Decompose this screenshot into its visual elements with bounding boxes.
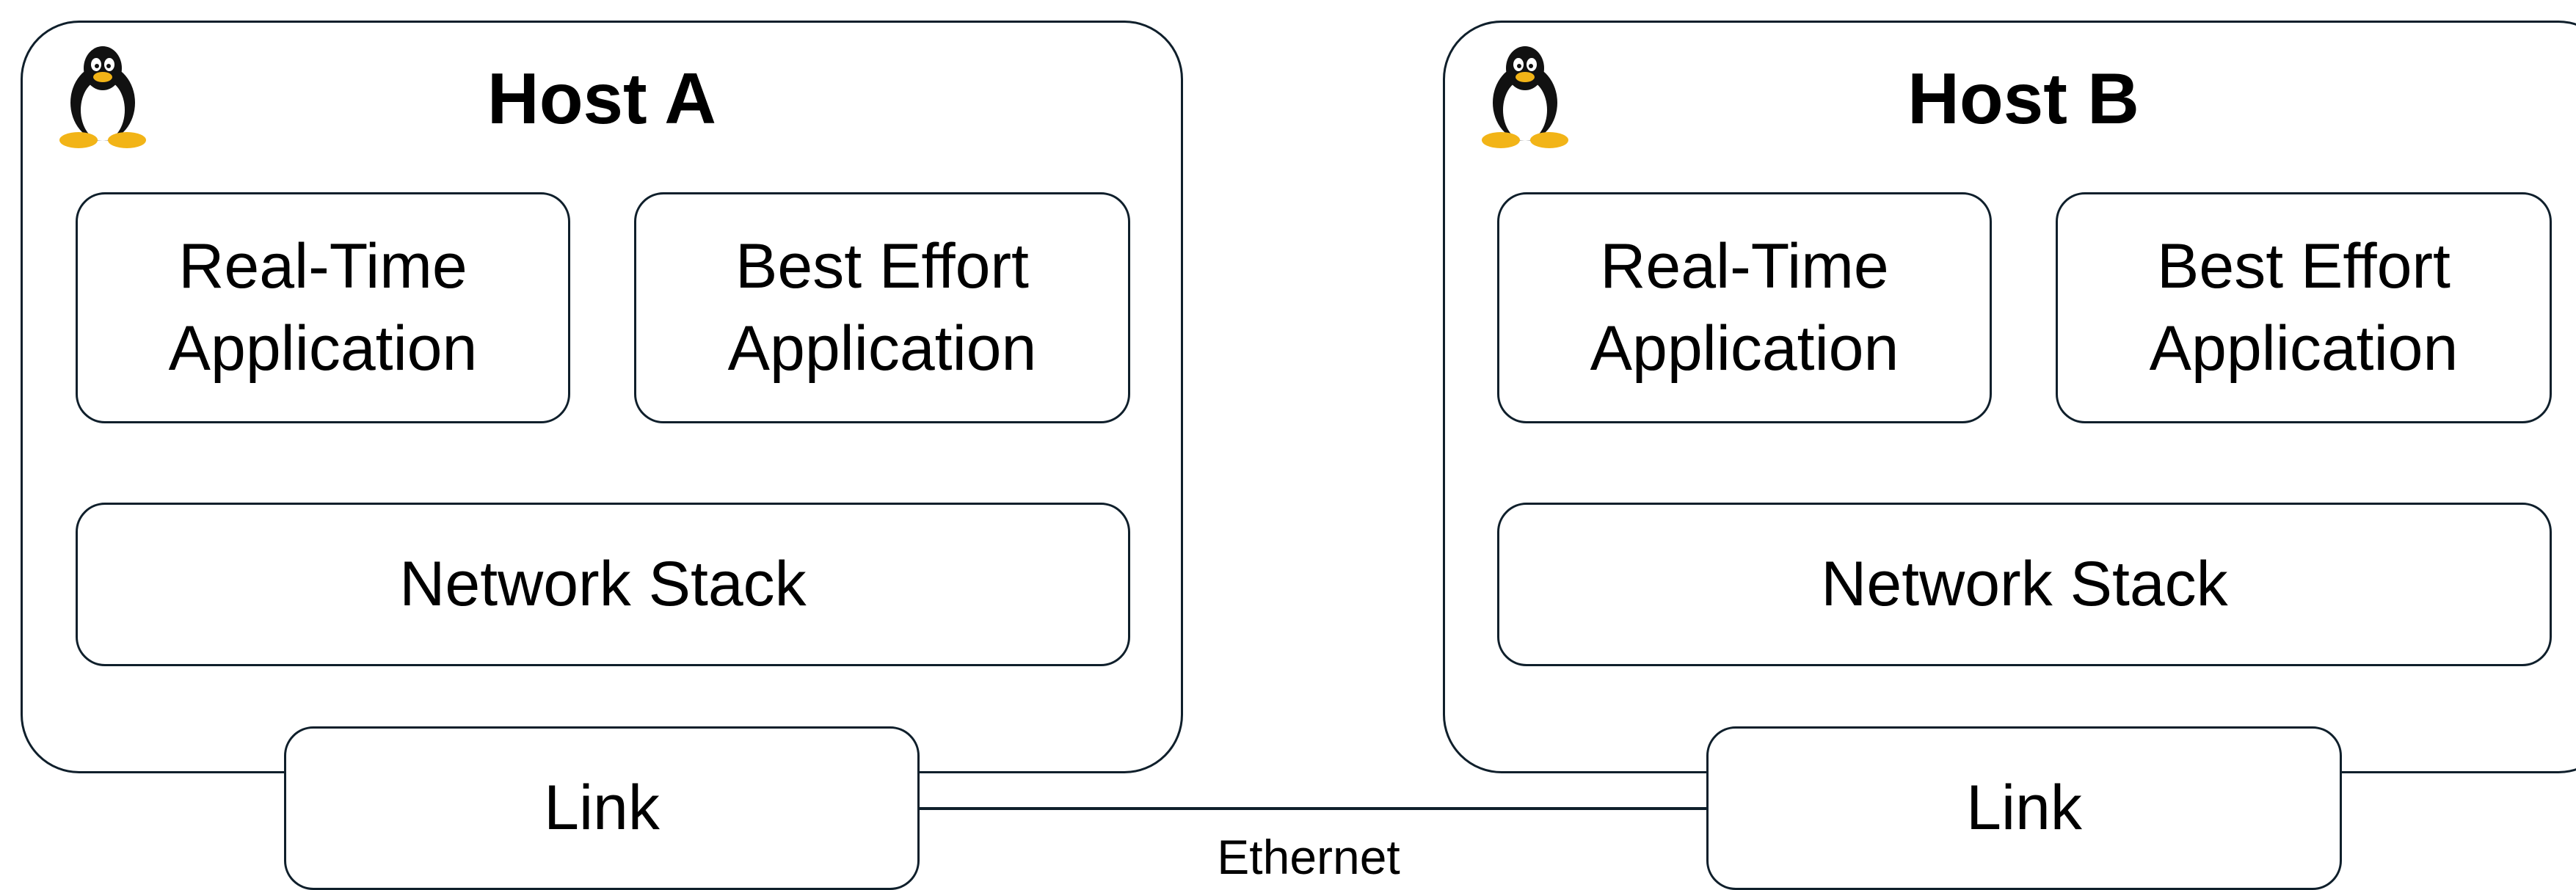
host-b-realtime-app-label: Real-Time Application (1590, 230, 1899, 384)
linux-tux-icon (59, 46, 146, 148)
ethernet-label: Ethernet (1217, 830, 1400, 884)
host-a-link-box: Link (284, 726, 920, 890)
host-a-link-label: Link (544, 772, 660, 843)
host-a-network-stack-label: Network Stack (399, 548, 807, 619)
host-b-network-stack-box: Network Stack (1497, 503, 2552, 666)
host-a-best-effort-app-label: Best Effort Application (727, 230, 1037, 384)
host-b-title: Host B (1907, 58, 2139, 139)
host-b-link-label: Link (1966, 772, 2082, 843)
linux-tux-icon (1482, 46, 1568, 148)
host-b-best-effort-app-box: Best Effort Application (2056, 192, 2552, 423)
host-a-realtime-app-label: Real-Time Application (168, 230, 478, 384)
host-b-best-effort-app-label: Best Effort Application (2149, 230, 2459, 384)
host-a-realtime-app-box: Real-Time Application (76, 192, 570, 423)
host-b-link-box: Link (1706, 726, 2342, 890)
host-b-network-stack-label: Network Stack (1821, 548, 2228, 619)
host-a-title: Host A (487, 58, 717, 139)
host-a-network-stack-box: Network Stack (76, 503, 1130, 666)
host-b-realtime-app-box: Real-Time Application (1497, 192, 1992, 423)
host-a-best-effort-app-box: Best Effort Application (634, 192, 1130, 423)
